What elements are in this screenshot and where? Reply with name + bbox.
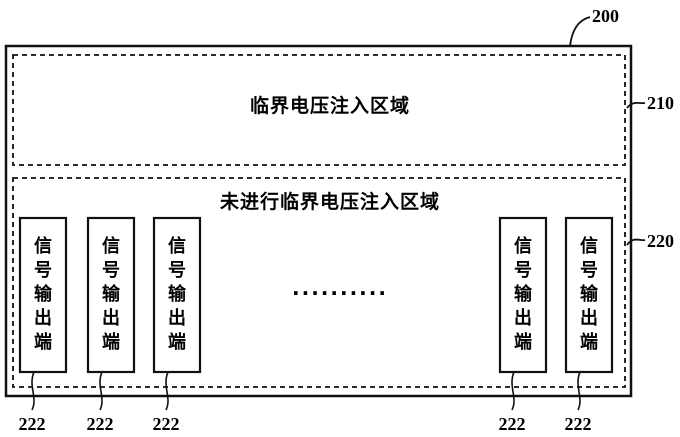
leader-200: [569, 16, 591, 47]
terminal-label-char: 端: [580, 332, 598, 353]
terminal-label-char: 输: [102, 283, 121, 305]
terminal-label-char: 信: [102, 235, 120, 257]
terminal-label-char: 输: [168, 283, 187, 305]
terminal-box: [152, 216, 202, 374]
terminal-label-char: 号: [580, 260, 598, 281]
non-critical-voltage-region: [12, 177, 626, 388]
leader-222: [165, 371, 169, 411]
terminal-label-char: 端: [168, 332, 186, 353]
terminal-box: [564, 216, 614, 374]
leader-222: [511, 371, 515, 411]
ellipsis-dots: ··········: [292, 281, 388, 305]
ref-200: 200: [592, 6, 619, 26]
leader-222: [99, 371, 103, 411]
ref-222: 222: [499, 414, 526, 434]
terminal-label-char: 出: [580, 307, 598, 329]
leader-222: [577, 371, 581, 411]
leader-220: [626, 238, 646, 246]
critical-region-label: 临界电压注入区域: [250, 94, 410, 117]
ref-222: 222: [19, 414, 46, 434]
terminal-label-char: 出: [168, 307, 186, 329]
terminal-box: [18, 216, 68, 374]
terminal-label-char: 信: [34, 235, 52, 257]
terminal-label-char: 输: [34, 283, 53, 305]
leader-222: [31, 371, 35, 411]
ref-220: 220: [647, 231, 674, 251]
terminal-label-char: 出: [514, 307, 532, 329]
terminal-label-char: 号: [102, 260, 120, 281]
terminal-label-char: 输: [580, 283, 599, 305]
terminal-label-char: 信: [168, 235, 186, 257]
terminal-label-char: 号: [168, 260, 186, 281]
terminal-label-char: 端: [102, 332, 120, 353]
ref-222: 222: [153, 414, 180, 434]
leader-210: [626, 101, 646, 109]
terminal-label-char: 出: [102, 307, 120, 329]
terminal-label-char: 信: [580, 235, 598, 257]
ref-222: 222: [565, 414, 592, 434]
non-critical-region-label: 未进行临界电压注入区域: [219, 190, 440, 213]
terminal-label-char: 出: [34, 307, 52, 329]
terminal-label-char: 号: [34, 260, 52, 281]
critical-voltage-region: [12, 54, 626, 166]
terminal-label-char: 信: [514, 235, 532, 257]
terminal-box: [86, 216, 136, 374]
ref-222: 222: [87, 414, 114, 434]
ref-210: 210: [647, 93, 674, 113]
terminal-box: [498, 216, 548, 374]
terminal-label-char: 输: [514, 283, 533, 305]
terminal-label-char: 号: [514, 260, 532, 281]
terminal-label-char: 端: [514, 332, 532, 353]
substrate-box-200: [4, 44, 633, 398]
terminal-label-char: 端: [34, 332, 52, 353]
